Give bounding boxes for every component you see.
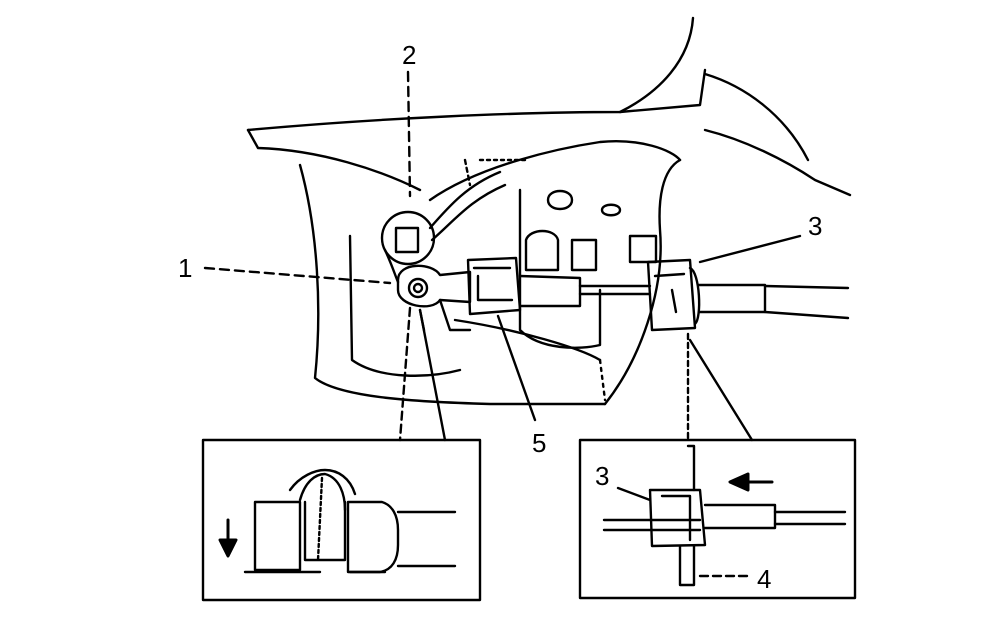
bushing-part-2 bbox=[380, 170, 507, 266]
body-panel-outline bbox=[246, 16, 852, 406]
cable-rod bbox=[578, 284, 652, 296]
adjuster-part-5 bbox=[466, 256, 582, 316]
callout-4: 4 bbox=[757, 564, 772, 594]
left-arrow-icon bbox=[728, 472, 774, 492]
outer-cable bbox=[686, 283, 850, 442]
callout-5: 5 bbox=[532, 428, 547, 458]
leader-lines bbox=[203, 70, 802, 442]
callout-3-inset: 3 bbox=[595, 461, 610, 491]
inset-clip-detail bbox=[201, 438, 482, 602]
lever-bracket bbox=[348, 188, 658, 402]
callout-2: 2 bbox=[402, 40, 417, 70]
inset-retainer-detail bbox=[578, 438, 857, 600]
retainer-part-3-main bbox=[646, 258, 701, 332]
callout-1: 1 bbox=[178, 253, 193, 283]
callout-3-main: 3 bbox=[808, 211, 823, 241]
down-arrow-icon bbox=[218, 518, 238, 558]
